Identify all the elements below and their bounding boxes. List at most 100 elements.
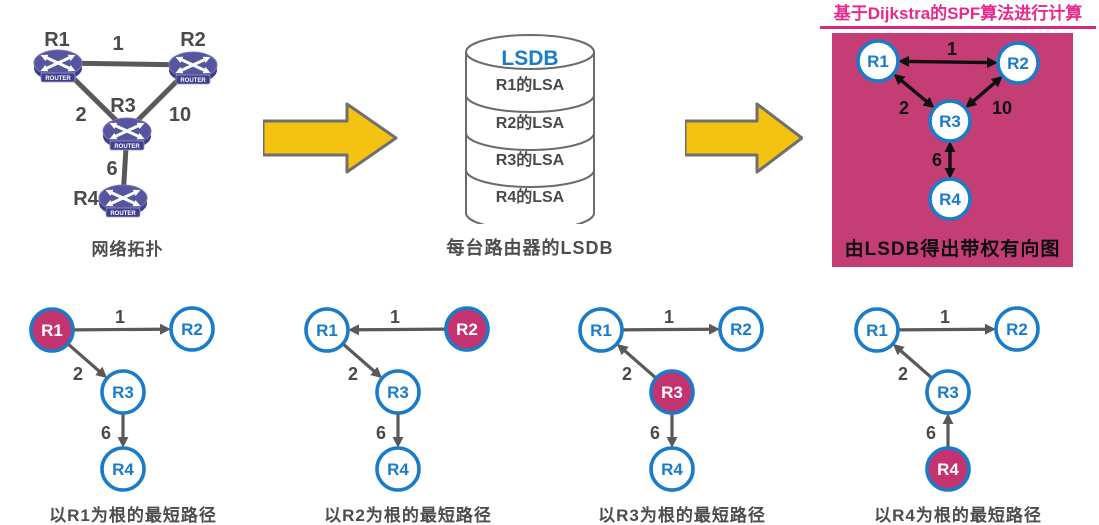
router-name-label: R2: [180, 29, 206, 51]
node-label: R4: [939, 190, 961, 209]
node-R4: [375, 446, 421, 492]
node-label: R1: [866, 321, 888, 340]
edge-arrow: [622, 323, 720, 335]
node-label: R2: [730, 320, 752, 339]
router-icon: ROUTER: [168, 51, 218, 85]
tree-caption: 以R3为根的最短路径: [598, 506, 766, 525]
link-cost-label: 6: [106, 158, 117, 180]
cylinder-divider: [465, 94, 595, 113]
router-name-label: R4: [73, 188, 99, 210]
edge-arrow: [898, 55, 998, 69]
edge-cost-label: 10: [992, 98, 1012, 118]
router-banner-label: ROUTER: [110, 211, 136, 217]
node-R2: [996, 41, 1040, 85]
yellow-right-arrow-icon: [683, 102, 804, 174]
tree-caption: 以R2为根的最短路径: [324, 506, 492, 525]
node-label: R3: [661, 383, 683, 402]
node-label: R1: [867, 52, 889, 71]
digraph-caption: 由LSDB得出带权有向图: [844, 239, 1061, 260]
node-R4: [649, 446, 695, 492]
node-R3: [100, 369, 146, 415]
lsdb-row: R2的LSA: [496, 113, 565, 132]
node-label: R2: [1007, 54, 1029, 73]
lsdb-title: LSDB: [501, 47, 558, 70]
edge-cost-label: 1: [940, 307, 950, 327]
edge-cost-label: 2: [348, 364, 358, 384]
node-label: R4: [661, 460, 683, 479]
flow-arrow-icon: [683, 102, 804, 179]
yellow-right-arrow-icon: [261, 102, 398, 174]
edge-arrow: [892, 343, 933, 379]
node-R1: [29, 307, 75, 353]
node-R4: [928, 177, 972, 221]
node-R2: [994, 306, 1040, 352]
node-label: R3: [937, 383, 959, 402]
edge-cost-label: 1: [947, 39, 957, 59]
edge-cost-label: 2: [622, 364, 632, 384]
edge-cost-label: 6: [650, 423, 660, 443]
lsdb-caption: 每台路由器的LSDB: [446, 238, 614, 258]
edge-cost-label: 6: [926, 423, 936, 443]
node-label: R2: [456, 320, 478, 339]
node-R4: [100, 446, 146, 492]
node-label: R1: [590, 321, 612, 340]
node-label: R4: [112, 460, 134, 479]
router-banner-label: ROUTER: [180, 78, 206, 84]
node-label: R4: [387, 460, 409, 479]
edge-arrow: [348, 324, 446, 336]
node-R4: [925, 446, 971, 492]
node-label: R3: [939, 112, 961, 131]
router-icon: ROUTER: [33, 49, 83, 83]
edge-cost-label: 2: [73, 364, 83, 384]
edge-cost-label: 1: [115, 307, 125, 327]
lsdb-row: R1的LSA: [496, 75, 565, 94]
router-icon: ROUTER: [102, 117, 152, 151]
edge-cost-label: 1: [390, 307, 400, 327]
edge-cost-label: 2: [899, 98, 909, 118]
node-R3: [925, 369, 971, 415]
node-R3: [649, 369, 695, 415]
router-name-label: R3: [110, 95, 136, 117]
edge-cost-label: 6: [932, 150, 942, 170]
spf-algorithm-title: 基于Dijkstra的SPF算法进行计算: [820, 2, 1096, 29]
node-label: R3: [112, 383, 134, 402]
node-R2: [169, 306, 215, 352]
link-cost-label: 10: [169, 104, 191, 126]
edge-arrow: [893, 73, 935, 109]
node-R3: [928, 99, 972, 143]
tree-caption: 以R1为根的最短路径: [49, 506, 217, 525]
node-label: R2: [181, 320, 203, 339]
flow-arrow-icon: [261, 102, 398, 179]
edge-cost-label: 1: [664, 307, 674, 327]
node-label: R4: [937, 460, 959, 479]
node-R1: [854, 307, 900, 353]
edge-arrow: [342, 343, 383, 379]
node-label: R1: [41, 321, 63, 340]
edge-arrow: [73, 323, 171, 335]
edge-cost-label: 2: [898, 364, 908, 384]
edge-cost-label: 6: [101, 423, 111, 443]
topology-caption: 网络拓扑: [91, 240, 164, 259]
link-cost-label: 2: [75, 104, 86, 126]
node-R1: [856, 39, 900, 83]
node-label: R3: [387, 383, 409, 402]
lsdb-row: R4的LSA: [496, 187, 565, 206]
edge-arrow: [67, 343, 108, 379]
router-icon: ROUTER: [98, 184, 148, 218]
node-R2: [444, 306, 490, 352]
node-R1: [304, 307, 350, 353]
edge-arrow: [898, 323, 996, 335]
edge-cost-label: 6: [376, 423, 386, 443]
router-name-label: R1: [44, 29, 70, 51]
